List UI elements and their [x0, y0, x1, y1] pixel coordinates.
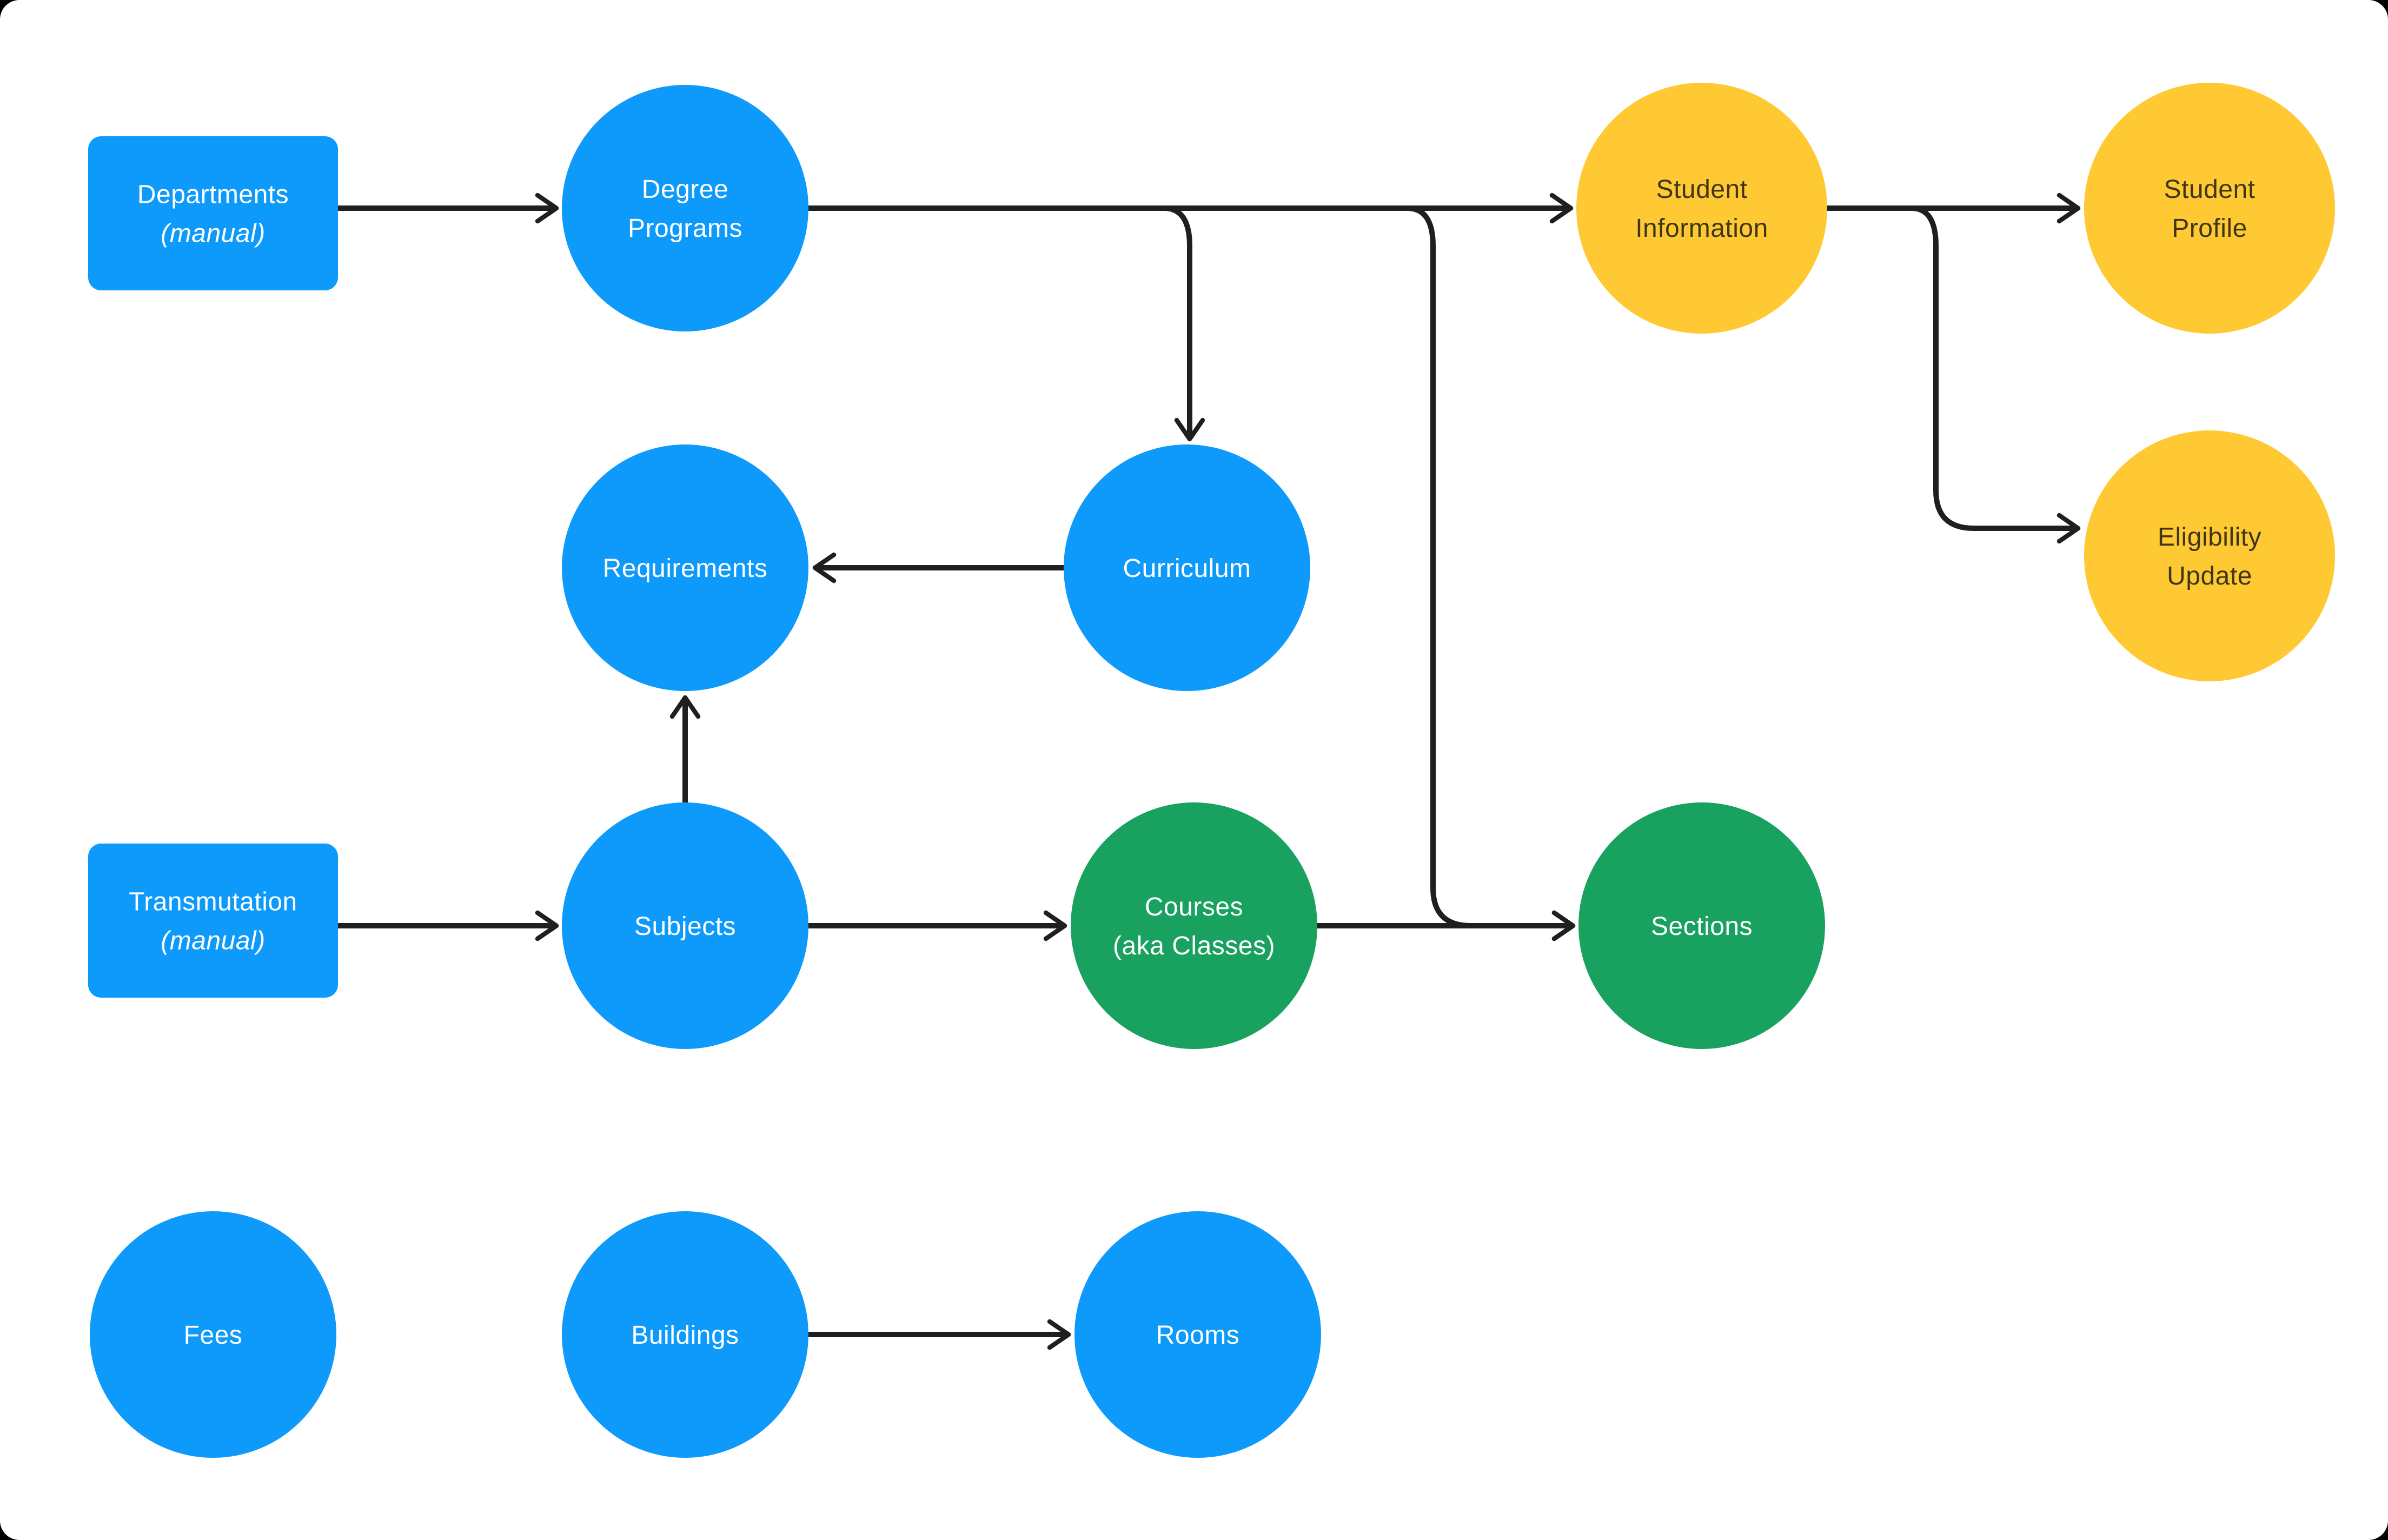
- label-line: Subjects: [634, 912, 736, 941]
- transmutation-label: Transmutation (manual): [129, 888, 297, 955]
- node-departments[interactable]: Departments (manual): [88, 136, 338, 290]
- label-line: Requirements: [603, 554, 768, 583]
- label-line: Student: [1656, 175, 1748, 204]
- label-line: Update: [2167, 562, 2252, 590]
- node-courses[interactable]: Courses (aka Classes): [1071, 802, 1317, 1049]
- label-line: Degree: [642, 175, 728, 204]
- label-line: Transmutation: [129, 888, 297, 917]
- label-line: Information: [1635, 214, 1768, 243]
- label-line: Rooms: [1156, 1321, 1240, 1350]
- edge-student-information-to-eligibility-update[interactable]: [1887, 205, 2081, 544]
- node-curriculum[interactable]: Curriculum: [1064, 444, 1310, 691]
- label-line: (manual): [161, 220, 265, 248]
- student-information-shape[interactable]: [1576, 83, 1827, 334]
- label-line: Buildings: [631, 1321, 739, 1350]
- node-requirements[interactable]: Requirements: [562, 444, 808, 691]
- subjects-shape[interactable]: [562, 802, 808, 1049]
- node-fees[interactable]: Fees: [90, 1211, 336, 1458]
- sections-label: Sections: [1651, 912, 1753, 941]
- buildings-shape[interactable]: [562, 1211, 808, 1458]
- fees-label: Fees: [184, 1321, 243, 1350]
- fees-shape[interactable]: [90, 1211, 336, 1458]
- label-line: (aka Classes): [1113, 932, 1275, 960]
- edges-layer: [338, 192, 2081, 1350]
- node-buildings[interactable]: Buildings: [562, 1211, 808, 1458]
- eligibility-update-shape[interactable]: [2084, 430, 2335, 681]
- label-line: (manual): [161, 927, 265, 955]
- label-line: Curriculum: [1123, 554, 1251, 583]
- node-subjects[interactable]: Subjects: [562, 802, 808, 1049]
- label-line: Student: [2164, 175, 2256, 204]
- rooms-label: Rooms: [1156, 1321, 1240, 1350]
- subjects-label: Subjects: [634, 912, 736, 941]
- rooms-shape[interactable]: [1074, 1211, 1321, 1458]
- label-line: Courses: [1145, 893, 1243, 921]
- courses-label: Courses (aka Classes): [1113, 893, 1275, 960]
- label-line: Fees: [184, 1321, 243, 1350]
- departments-shape[interactable]: [88, 136, 338, 290]
- requirements-shape[interactable]: [562, 444, 808, 691]
- buildings-label: Buildings: [631, 1321, 739, 1350]
- node-sections[interactable]: Sections: [1578, 802, 1825, 1049]
- label-line: Sections: [1651, 912, 1753, 941]
- transmutation-shape[interactable]: [88, 844, 338, 998]
- curriculum-shape[interactable]: [1064, 444, 1310, 691]
- sections-shape[interactable]: [1578, 802, 1825, 1049]
- student-profile-shape[interactable]: [2084, 83, 2335, 334]
- courses-shape[interactable]: [1071, 802, 1317, 1049]
- departments-label: Departments (manual): [137, 181, 289, 248]
- requirements-label: Requirements: [603, 554, 768, 583]
- label-line: Profile: [2172, 214, 2247, 243]
- edge-degree-programs-to-curriculum[interactable]: [1138, 205, 1205, 442]
- label-line: Departments: [137, 181, 289, 209]
- label-line: Eligibility: [2158, 523, 2261, 552]
- node-rooms[interactable]: Rooms: [1074, 1211, 1321, 1458]
- curriculum-label: Curriculum: [1123, 554, 1251, 583]
- node-transmutation[interactable]: Transmutation (manual): [88, 844, 338, 998]
- degree-programs-shape[interactable]: [562, 85, 808, 331]
- label-line: Programs: [628, 214, 742, 243]
